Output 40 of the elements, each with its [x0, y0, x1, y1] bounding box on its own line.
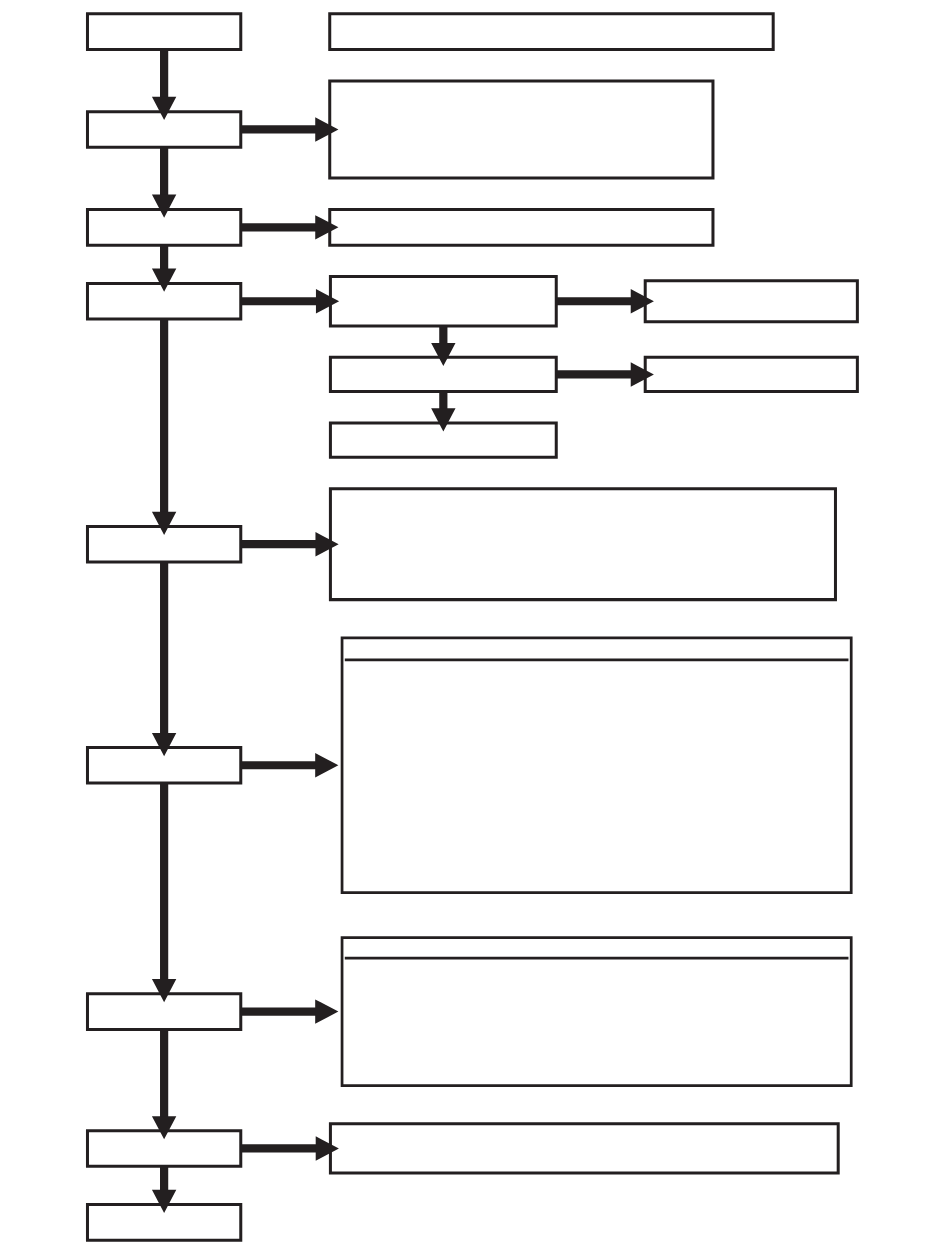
- node-box: [643, 279, 859, 324]
- node-box: [327, 12, 775, 51]
- node-box: [340, 636, 853, 894]
- node-box: [340, 936, 853, 1087]
- node-box: [85, 992, 242, 1031]
- node-box: [328, 275, 558, 328]
- arrow: [240, 1136, 339, 1161]
- arrow: [240, 117, 338, 142]
- arrow: [151, 245, 176, 292]
- arrow: [151, 1166, 176, 1213]
- arrow: [151, 319, 176, 536]
- arrow: [240, 999, 338, 1024]
- node-box: [327, 208, 714, 247]
- node-box: [85, 1129, 242, 1168]
- arrow: [151, 562, 176, 757]
- node-box: [85, 745, 242, 785]
- arrow: [151, 783, 176, 1003]
- arrow: [555, 362, 654, 387]
- node-box: [643, 355, 859, 394]
- arrow: [151, 1029, 176, 1140]
- arrow: [430, 326, 456, 367]
- node-box: [85, 281, 242, 321]
- arrow: [430, 391, 456, 432]
- node-box: [328, 421, 558, 459]
- node-box: [85, 1203, 242, 1242]
- arrow: [240, 215, 338, 240]
- arrow: [555, 289, 654, 314]
- node-box: [85, 12, 242, 51]
- node-box: [85, 110, 242, 149]
- node-box: [85, 208, 242, 247]
- arrow: [240, 289, 339, 314]
- node-box: [328, 487, 837, 602]
- node-box: [328, 355, 558, 394]
- arrow: [240, 753, 338, 778]
- node-box: [327, 79, 714, 180]
- arrow: [240, 532, 339, 557]
- node-box: [85, 524, 242, 564]
- arrow: [151, 49, 176, 120]
- node-box: [328, 1122, 840, 1175]
- arrow: [151, 147, 176, 218]
